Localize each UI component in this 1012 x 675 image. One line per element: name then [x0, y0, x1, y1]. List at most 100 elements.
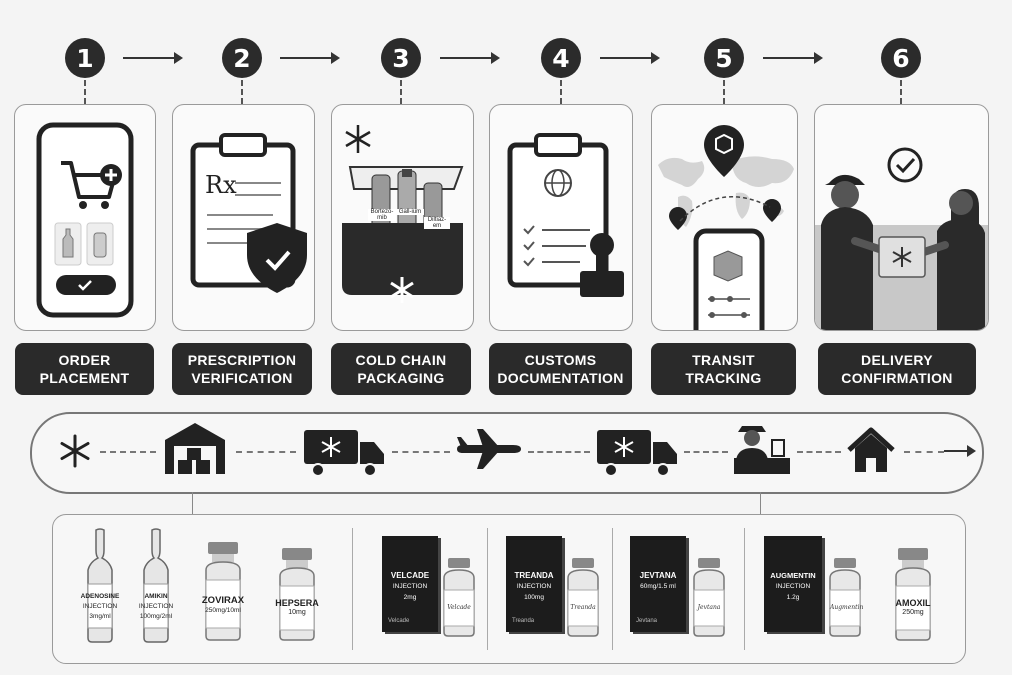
vial-augmentin-label: Augmentin: [830, 604, 864, 611]
step-3-card: Bortezo-mib Gall-ium Diltiaz-em: [331, 104, 474, 331]
step-4-connector: [560, 80, 562, 104]
step-5-label-line1: TRANSIT: [692, 352, 755, 368]
vial-amoxil: [895, 548, 931, 641]
step-4-label: CUSTOMS DOCUMENTATION: [489, 343, 632, 395]
panel-divider-2: [487, 528, 488, 650]
step-2-card: Rx: [172, 104, 315, 331]
step-1-number: 1: [65, 38, 105, 78]
track-dash-3: [392, 451, 450, 453]
panel-connector-left: [192, 492, 193, 514]
snowflake-icon: [60, 434, 90, 468]
refrigerated-truck-icon: [597, 430, 677, 477]
step-2-label-line1: PRESCRIPTION: [187, 352, 297, 368]
step-6-label: DELIVERY CONFIRMATION: [818, 343, 976, 395]
step-2-label-line2: VERIFICATION: [191, 370, 293, 386]
step-1-card: [14, 104, 156, 331]
house-icon: [847, 427, 895, 472]
step-3-label-line2: PACKAGING: [357, 370, 445, 386]
clipboard-rx-shield-icon: [190, 133, 307, 293]
step-3-label-line1: COLD CHAIN: [355, 352, 447, 368]
box-2-line3: 100mg: [524, 594, 544, 601]
courier-handoff-icon: [815, 147, 988, 330]
box-1-line1: VELCADE: [390, 571, 430, 580]
step-arrow-4: [600, 52, 660, 64]
cooler-vial-1-label: Bortezo-mib: [368, 209, 396, 221]
step-arrow-1: [123, 52, 183, 64]
box-2-line2: INJECTION: [516, 583, 552, 590]
airplane-icon: [457, 429, 521, 469]
step-1-label-line2: PLACEMENT: [39, 370, 130, 386]
box-jevtana: [630, 536, 686, 632]
ampoule-amikin-label: AMIKIN INJECTION 100mg/2ml: [134, 592, 178, 622]
box-4-line1: AUGMENTIN: [770, 571, 816, 580]
step-6-label-line1: DELIVERY: [861, 352, 933, 368]
box-2-line1: TREANDA: [514, 571, 554, 580]
track-dash-7: [904, 451, 944, 453]
box-3-line2: 60mg/1.5 ml: [640, 583, 676, 590]
vial-jevtana: [693, 558, 725, 637]
vial-treanda: [567, 558, 599, 637]
refrigerated-truck-icon: [304, 430, 384, 477]
vial-amoxil-line1: AMOXIL: [895, 598, 931, 608]
box-augmentin: [764, 536, 822, 632]
box-velcade-footer: Velcade: [388, 618, 410, 624]
vial-4-line2: 10mg: [288, 609, 306, 616]
vial-1-line2: INJECTION: [82, 603, 118, 610]
vial-2-line2: INJECTION: [138, 603, 174, 610]
vial-2-line1: AMIKIN: [144, 593, 168, 600]
step-6-number: 6: [881, 38, 921, 78]
vial-treanda-label: Treanda: [570, 604, 596, 611]
shopping-cart-phone-icon: [36, 122, 134, 318]
step-4-label-line2: DOCUMENTATION: [497, 370, 624, 386]
ampoule-adenosine-label: ADENOSINE INJECTION 3mg/ml: [78, 592, 122, 622]
panel-divider-3: [612, 528, 613, 650]
step-arrow-3: [440, 52, 500, 64]
step-1-label-line1: ORDER: [58, 352, 111, 368]
box-augmentin-label: AUGMENTIN INJECTION 1.2g: [764, 570, 822, 603]
box-treanda-label: TREANDA INJECTION 100mg: [506, 570, 562, 603]
vial-jevtana-label: Jevtana: [697, 604, 721, 611]
vial-4-line1: HEPSERA: [275, 598, 319, 608]
step-4-number: 4: [541, 38, 581, 78]
track-dash-4: [528, 451, 590, 453]
vial-hepsera-label: HEPSERA 10mg: [272, 598, 322, 618]
world-map-tracking-icon: [658, 125, 794, 330]
step-5-connector: [723, 80, 725, 104]
vial-velcade-label: Velcade: [447, 604, 471, 611]
step-3-label: COLD CHAIN PACKAGING: [331, 343, 471, 395]
vial-hepsera: [279, 548, 315, 641]
vial-amoxil-line2: 250mg: [902, 609, 924, 616]
box-velcade-label: VELCADE INJECTION 2mg: [382, 570, 438, 603]
step-5-card: [651, 104, 798, 331]
step-2-number: 2: [222, 38, 262, 78]
box-treanda-footer: Treanda: [512, 618, 535, 624]
box-treanda: [506, 536, 562, 632]
ampoule-amikin: [143, 528, 169, 643]
vial-3-line2: 250mg/10ml: [205, 607, 241, 614]
step-2-label: PRESCRIPTION VERIFICATION: [172, 343, 312, 395]
ampoule-adenosine: [87, 528, 113, 643]
vial-augmentin: [829, 558, 861, 637]
box-1-line3: 2mg: [403, 594, 417, 601]
box-velcade: [382, 536, 438, 632]
track-dash-1: [100, 451, 156, 453]
vial-1-line1: ADENOSINE: [80, 593, 120, 600]
step-6-card: [814, 104, 989, 331]
box-1-line2: INJECTION: [392, 583, 428, 590]
panel-divider-1: [352, 528, 353, 650]
track-dash-2: [236, 451, 296, 453]
warehouse-icon: [165, 423, 225, 474]
step-6-label-line2: CONFIRMATION: [841, 370, 953, 386]
step-5-number: 5: [704, 38, 744, 78]
customs-officer-icon: [734, 426, 790, 474]
step-arrow-5: [763, 52, 823, 64]
box-jevtana-footer: Jevtana: [636, 618, 658, 624]
cooler-box-icon: [342, 125, 464, 303]
track-end-arrow: [944, 445, 976, 457]
vial-2-line3: 100mg/2ml: [139, 613, 173, 620]
step-2-connector: [241, 80, 243, 104]
step-1-connector: [84, 80, 86, 104]
vial-velcade: [443, 558, 475, 637]
customs-clipboard-stamp-icon: [507, 133, 624, 297]
cooler-vial-2-label: Gall-ium: [396, 209, 424, 215]
